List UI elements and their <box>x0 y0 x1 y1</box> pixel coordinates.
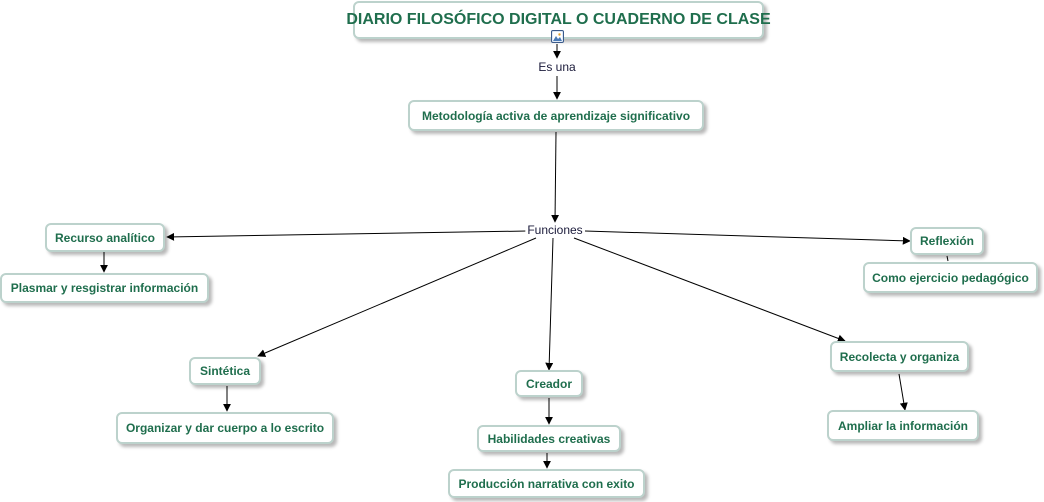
connector-metodologia-funciones <box>551 131 560 223</box>
concept-sintetica[interactable]: Sintética <box>189 357 261 385</box>
concept-creador-text: Creador <box>525 376 572 391</box>
concept-produccion-narrativa[interactable]: Producción narrativa con exito <box>448 469 645 498</box>
concept-title[interactable]: DIARIO FILOSÓFICO DIGITAL O CUADERNO DE … <box>346 1 771 39</box>
concept-reflexion[interactable]: Reflexión <box>910 227 984 255</box>
concept-title-text: DIARIO FILOSÓFICO DIGITAL O CUADERNO DE … <box>346 11 771 28</box>
concept-reflexion-text: Reflexión <box>919 234 974 248</box>
concept-recolecta-organiza[interactable]: Recolecta y organiza <box>830 341 969 372</box>
concept-metodologia-text: Metodología activa de aprendizaje signif… <box>421 108 691 123</box>
concept-organizar[interactable]: Organizar y dar cuerpo a lo escrito <box>116 412 334 444</box>
concept-plasmar[interactable]: Plasmar y resgistrar información <box>0 273 209 303</box>
concept-ejercicio-pedagogico[interactable]: Como ejercicio pedagógico <box>863 262 1038 293</box>
concept-habilidades-creativas[interactable]: Habilidades creativas <box>477 425 621 452</box>
concept-sintetica-text: Sintética <box>199 364 250 378</box>
concept-ampliar-informacion-text: Ampliar la información <box>837 418 969 433</box>
connector-recolecta-ampliar <box>898 373 908 411</box>
concept-metodologia[interactable]: Metodología activa de aprendizaje signif… <box>408 100 704 131</box>
connector-reflexion-ejercicio <box>946 255 949 262</box>
image-icon-glyph <box>553 32 562 41</box>
concept-habilidades-creativas-text: Habilidades creativas <box>487 431 611 446</box>
image-icon[interactable] <box>551 30 564 43</box>
connector-funciones-creador <box>545 237 554 371</box>
concept-recurso-analitico-text: Recurso analítico <box>54 230 156 245</box>
concept-produccion-narrativa-text: Producción narrativa con exito <box>458 476 635 491</box>
connector-funciones-recolecta <box>573 237 846 343</box>
concept-ampliar-informacion[interactable]: Ampliar la información <box>827 410 979 441</box>
concept-plasmar-text: Plasmar y resgistrar información <box>10 281 199 295</box>
concept-recolecta-organiza-text: Recolecta y organiza <box>839 349 960 364</box>
connector-funciones-sintetica <box>257 237 537 357</box>
link-label-es-una: Es una <box>536 60 578 74</box>
concept-ejercicio-pedagogico-text: Como ejercicio pedagógico <box>872 270 1029 285</box>
concept-recurso-analitico[interactable]: Recurso analítico <box>45 223 165 252</box>
link-label-funciones: Funciones <box>525 223 585 237</box>
concept-organizar-text: Organizar y dar cuerpo a lo escrito <box>125 421 325 435</box>
concept-creador[interactable]: Creador <box>515 370 583 397</box>
connector-funciones-recurso <box>166 230 528 241</box>
connector-funciones-reflexion <box>584 230 911 245</box>
